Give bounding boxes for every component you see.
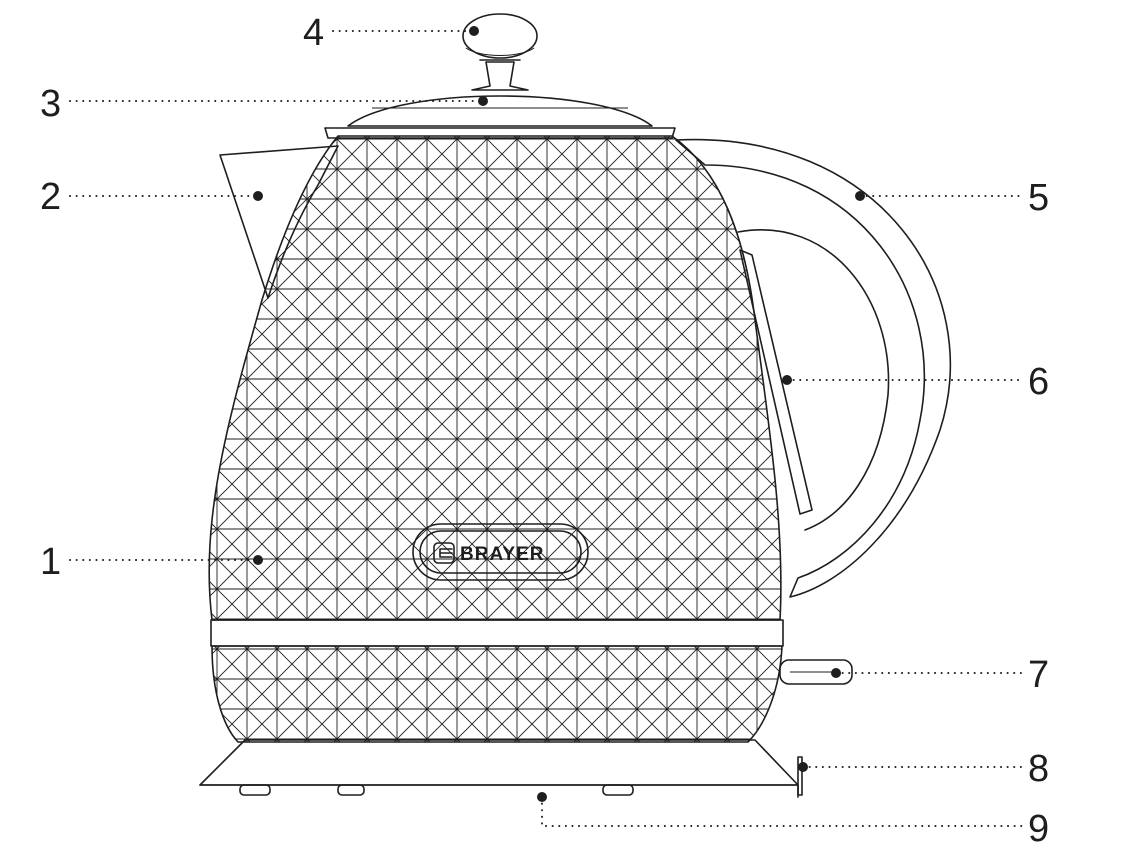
power-switch: [779, 659, 853, 685]
kettle: BRAYER: [199, 13, 952, 798]
callout-4: 4: [303, 12, 479, 54]
callout-number: 3: [40, 83, 61, 125]
callout-8: 8: [798, 748, 1049, 790]
body-upper: [208, 135, 782, 621]
callout-number: 7: [1028, 654, 1049, 696]
callout-number: 9: [1028, 808, 1049, 850]
callout-5: 5: [855, 177, 1049, 219]
callout-3: 3: [40, 83, 488, 125]
callout-2: 2: [40, 176, 263, 218]
lid: [324, 95, 676, 139]
brand-plate: BRAYER: [412, 523, 589, 581]
callout-number: 5: [1028, 177, 1049, 219]
callout-9: 9: [537, 792, 1049, 850]
body-lower: [211, 645, 783, 743]
brand-name: BRAYER: [460, 544, 545, 565]
handle: [675, 138, 952, 598]
callout-number: 8: [1028, 748, 1049, 790]
water-window: [739, 249, 813, 515]
callouts: 1 2 3 4 5 6 7: [40, 12, 1049, 850]
callout-number: 2: [40, 176, 61, 218]
brand-logo-icon: [433, 542, 455, 564]
body-band: [210, 619, 784, 647]
callout-number: 1: [40, 541, 61, 583]
callout-number: 4: [303, 12, 324, 54]
lid-knob: [462, 13, 538, 91]
callout-number: 6: [1028, 361, 1049, 403]
callout-6: 6: [782, 361, 1049, 403]
callout-7: 7: [831, 654, 1049, 696]
callout-1: 1: [40, 541, 263, 583]
base-station: [199, 739, 803, 798]
